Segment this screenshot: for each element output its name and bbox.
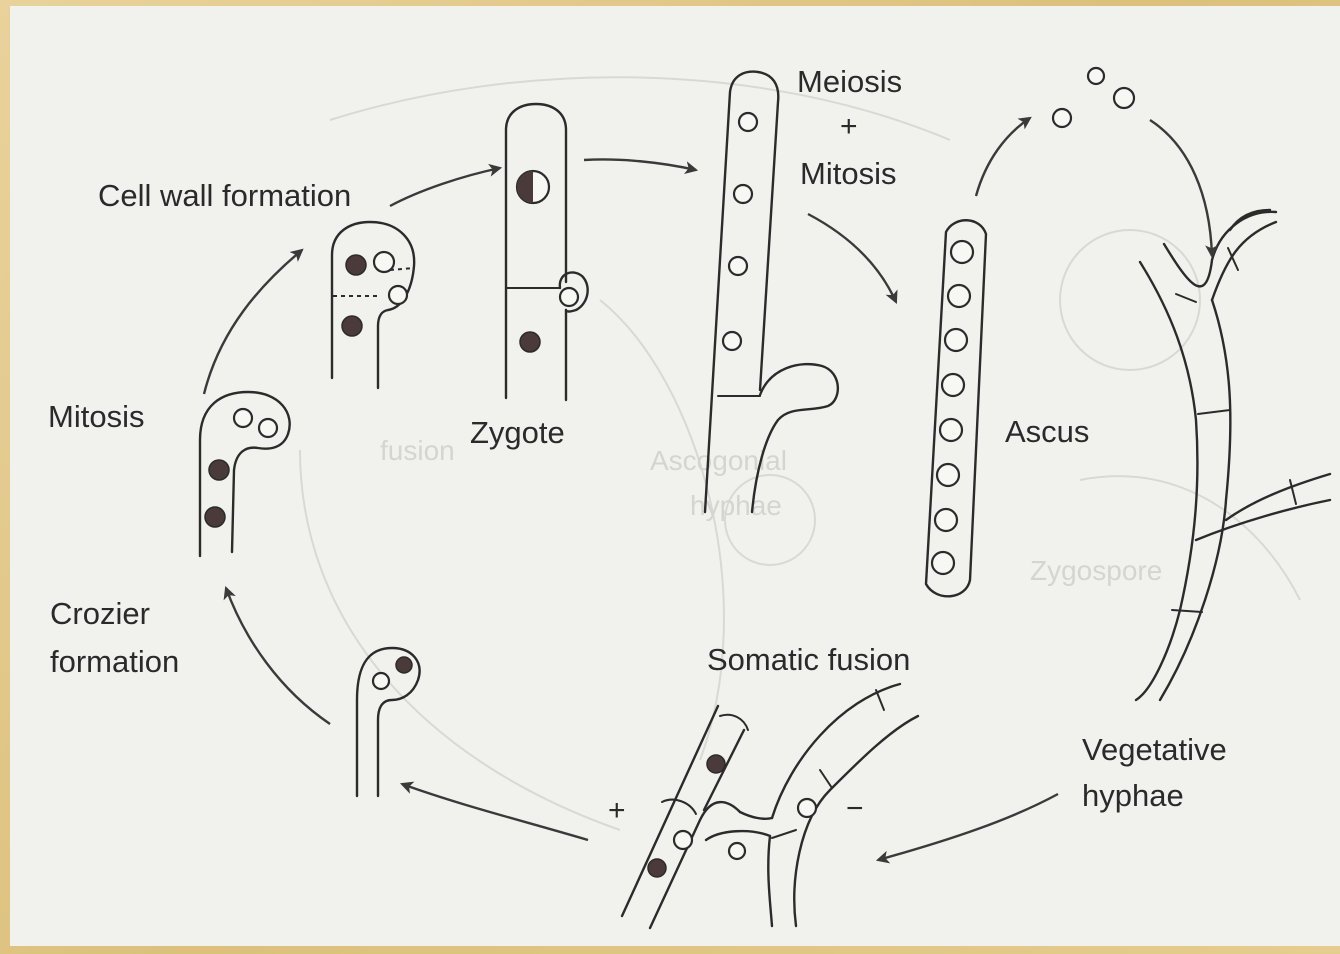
label-mitosis-after-meiosis: Mitosis — [800, 156, 896, 191]
vegetative-hyphae — [1136, 210, 1330, 700]
label-meiosis-plus: + — [840, 110, 858, 143]
arrow-hyphae-to-fusion — [878, 794, 1058, 860]
mitosis-hook — [200, 392, 290, 556]
cell-wall-formation-hook — [332, 222, 414, 388]
label-somatic-fusion: Somatic fusion — [707, 642, 910, 677]
label-zygote: Zygote — [470, 415, 565, 450]
label-mating-plus: + — [608, 794, 626, 827]
released-ascospores — [1053, 68, 1134, 127]
diagram-labels: Cell wall formation Zygote Meiosis + Mit… — [48, 64, 1227, 827]
nucleus-plus — [373, 673, 389, 689]
label-formation: formation — [50, 644, 179, 679]
label-crozier: Crozier — [50, 596, 150, 631]
nucleus-minus — [396, 657, 412, 673]
label-mating-minus: − — [846, 792, 864, 825]
arrow-ascus-to-spores — [976, 118, 1030, 196]
crozier-hypha — [357, 648, 420, 796]
arrow-cellwall-to-zygote — [390, 168, 500, 206]
arrow-crozier-to-mitosis — [226, 588, 330, 724]
label-hyphae: hyphae — [1082, 778, 1184, 813]
label-vegetative: Vegetative — [1082, 732, 1227, 767]
arrow-mitosis-to-cellwall — [204, 250, 302, 394]
arrow-fusion-to-crozier — [402, 784, 588, 840]
svg-text:hyphae: hyphae — [690, 490, 782, 521]
mature-ascus — [926, 220, 986, 596]
label-mitosis: Mitosis — [48, 399, 144, 434]
svg-text:fusion: fusion — [380, 435, 455, 466]
svg-text:Zygospore: Zygospore — [1030, 555, 1162, 586]
arrow-zygote-to-meiosis — [584, 159, 696, 170]
label-cell-wall-formation: Cell wall formation — [98, 178, 351, 213]
label-ascus: Ascus — [1005, 414, 1089, 449]
svg-text:Ascogonial: Ascogonial — [650, 445, 787, 476]
label-meiosis: Meiosis — [797, 64, 902, 99]
arrow-meiosis-to-ascus — [808, 214, 896, 302]
zygote-ascus-initial — [506, 104, 588, 400]
somatic-fusion-hyphae — [622, 684, 918, 928]
